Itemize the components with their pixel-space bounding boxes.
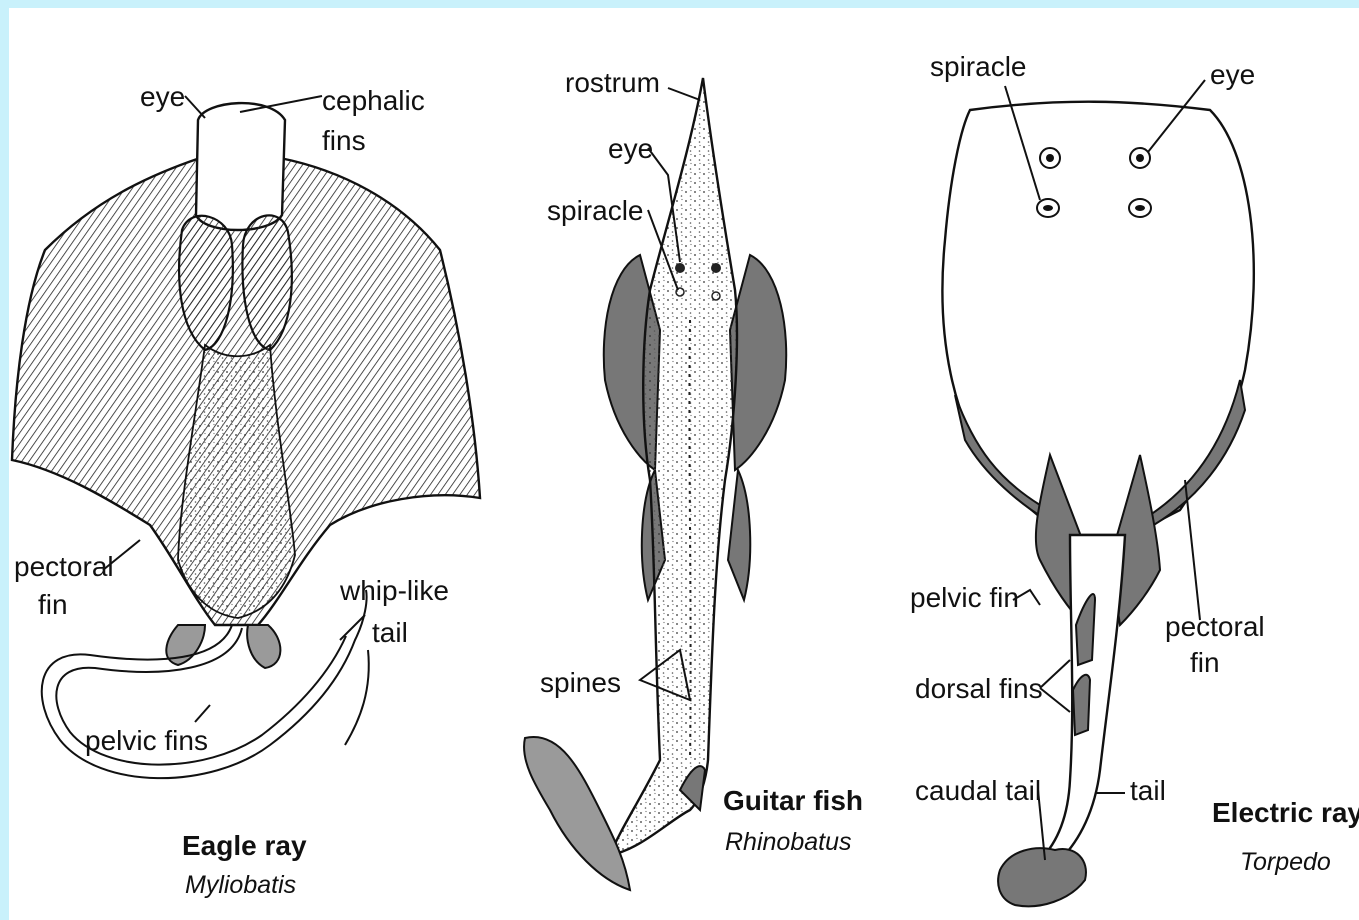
electric-ray-spiracle-label: spiracle (930, 51, 1026, 82)
eagle-ray-genus: Myliobatis (185, 871, 296, 899)
eagle-ray-pectoral-label: pectoral (14, 551, 114, 582)
eagle-ray-tail-label: tail (372, 617, 408, 648)
eagle-ray-pelvic-label: pelvic fins (85, 725, 208, 756)
eagle-ray-fins-label: fins (322, 125, 366, 156)
guitar-fish-spines-label: spines (540, 667, 621, 698)
guitar-fish-eye-label: eye (608, 133, 653, 164)
electric-ray-caudal-label: caudal tail (915, 775, 1041, 806)
guitar-fish-eye-left (675, 263, 685, 273)
electric-ray-pectoral-label: pectoral (1165, 611, 1265, 642)
electric-ray-tail-label: tail (1130, 775, 1166, 806)
electric-ray-eye-label: eye (1210, 59, 1255, 90)
electric-ray-pectoral-fin-label: fin (1190, 647, 1220, 678)
guitar-fish-spiracle-label: spiracle (547, 195, 643, 226)
guitar-fish-common-name: Guitar fish (723, 785, 863, 816)
guitar-fish-eye-right (711, 263, 721, 273)
eagle-ray-illustration (12, 96, 480, 778)
eagle-ray-pectoral-fin-label: fin (38, 589, 68, 620)
eagle-ray-head (196, 103, 285, 230)
eagle-ray-common-name: Eagle ray (182, 830, 307, 861)
eagle-ray-eye-label: eye (140, 81, 185, 112)
electric-ray-pelvic-label: pelvic fin (910, 582, 1019, 613)
guitar-fish-caudal-fin (524, 737, 630, 890)
electric-ray-common-name: Electric ray (1212, 797, 1359, 828)
eagle-ray-whip-label: whip-like (339, 575, 449, 606)
electric-ray-dorsal-label: dorsal fins (915, 673, 1043, 704)
guitar-fish-rostrum-label: rostrum (565, 67, 660, 98)
electric-ray-genus: Torpedo (1240, 848, 1331, 876)
electric-ray-caudal-fin (998, 848, 1086, 906)
eagle-ray-cephalic-label: cephalic (322, 85, 425, 116)
eagle-ray-pelvic-fins (166, 625, 280, 668)
guitar-fish-genus: Rhinobatus (725, 828, 851, 856)
